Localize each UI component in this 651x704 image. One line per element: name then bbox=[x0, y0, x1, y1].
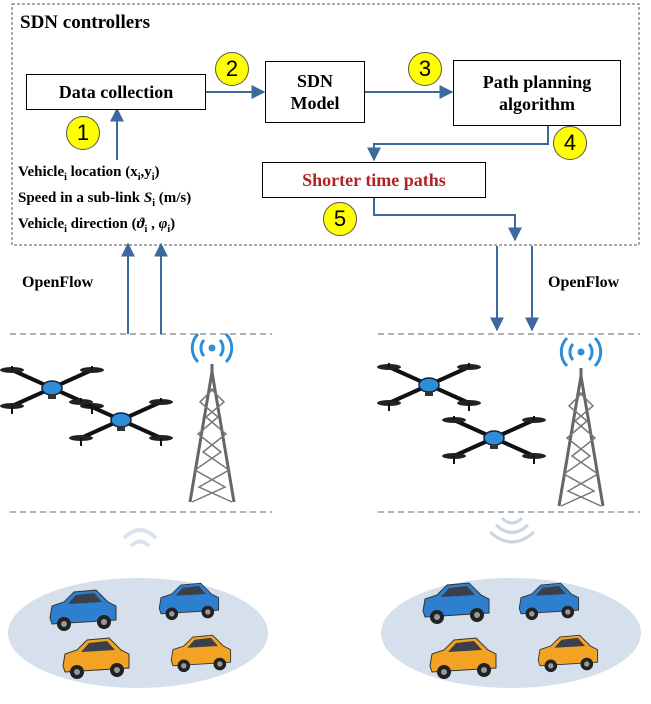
metric-speed-sublink: Speed in a sub-link Si (m/s) bbox=[18, 190, 192, 209]
road-area-right bbox=[381, 578, 641, 688]
step-badge-4: 4 bbox=[553, 126, 587, 160]
data-collection-box: Data collection bbox=[26, 74, 206, 110]
path-planning-label-2: algorithm bbox=[499, 94, 575, 114]
data-collection-label: Data collection bbox=[58, 81, 174, 102]
cell-tower-icon bbox=[557, 336, 605, 508]
arrow-planning-to-paths bbox=[367, 126, 549, 162]
sdn-model-box: SDN Model bbox=[265, 61, 365, 123]
drone-icon bbox=[67, 396, 175, 448]
wifi-icon bbox=[122, 528, 158, 548]
step-badge-2: 2 bbox=[215, 52, 249, 86]
path-planning-label-1: Path planning bbox=[482, 71, 592, 92]
shorter-time-paths-label: Shorter time paths bbox=[302, 169, 446, 190]
step-badge-3: 3 bbox=[408, 52, 442, 86]
sdn-model-label-2: Model bbox=[290, 93, 340, 113]
openflow-label-left: OpenFlow bbox=[22, 274, 94, 291]
sdn-controller-frame bbox=[11, 3, 640, 246]
step-badge-5: 5 bbox=[323, 202, 357, 236]
drone-icon bbox=[440, 414, 548, 466]
metric-vehicle-direction: Vehiclei direction (ϑi , φi) bbox=[18, 216, 176, 235]
road-area-left bbox=[8, 578, 268, 688]
wifi-icon bbox=[488, 516, 536, 544]
drone-icon bbox=[375, 361, 483, 413]
step-badge-1: 1 bbox=[66, 116, 100, 150]
path-planning-box: Path planning algorithm bbox=[453, 60, 621, 126]
openflow-label-right: OpenFlow bbox=[548, 274, 620, 291]
arrow-paths-out bbox=[373, 198, 522, 242]
metric-vehicle-location: Vehiclei location (xi,yi) bbox=[18, 164, 160, 183]
shorter-time-paths-box: Shorter time paths bbox=[262, 162, 486, 198]
sdn-controllers-title: SDN controllers bbox=[20, 12, 150, 33]
cell-tower-icon bbox=[188, 332, 236, 504]
sdn-model-label-1: SDN bbox=[296, 70, 333, 91]
